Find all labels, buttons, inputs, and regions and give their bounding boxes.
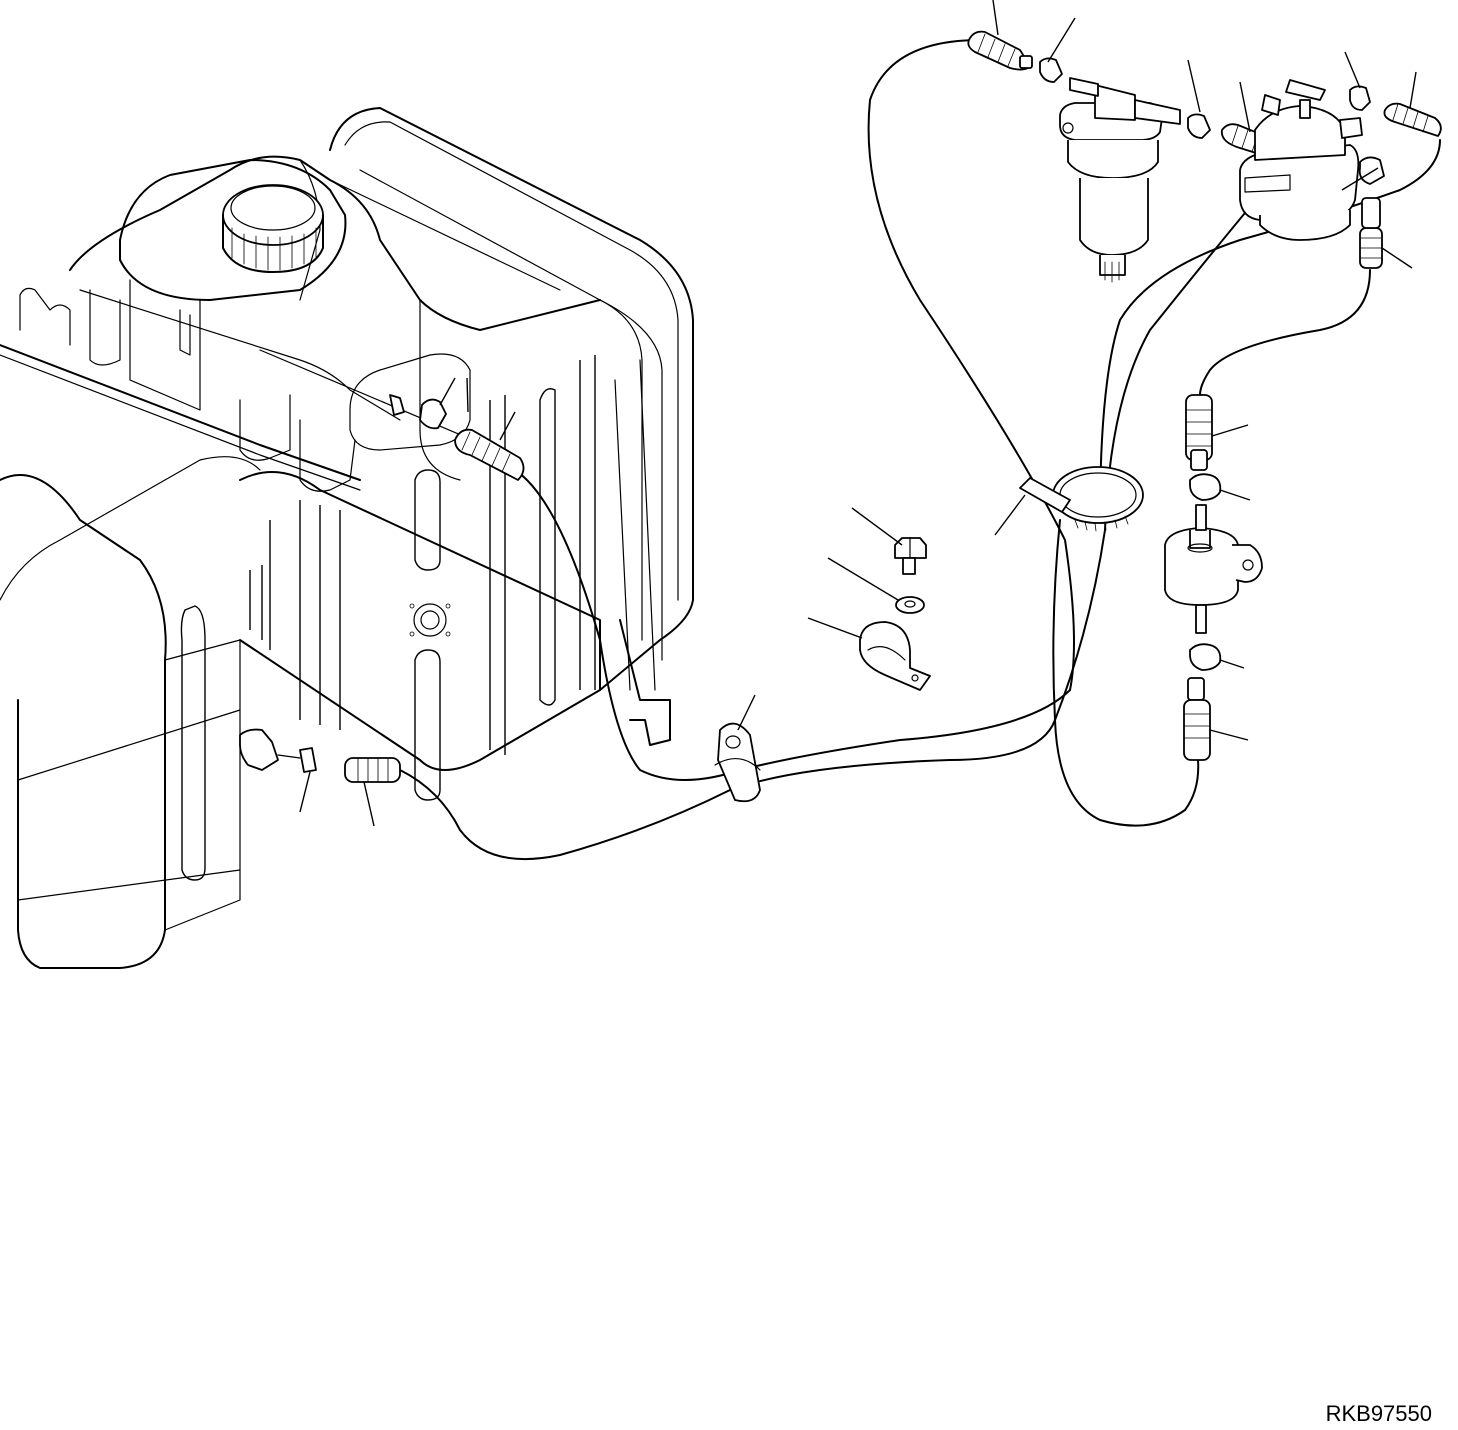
clamp-filter1-outlet [1187, 113, 1211, 139]
hose-sleeves [344, 30, 1442, 783]
sleeve-tank-bottom [344, 757, 401, 783]
elbow-fitting [239, 728, 279, 771]
fuel-filter-1 [1059, 77, 1181, 283]
callout-leaders [299, 0, 1417, 827]
fuel-hoses [399, 39, 1441, 861]
supply-hose [514, 39, 1075, 781]
fuel-tank [0, 107, 694, 969]
return-hose [399, 164, 1286, 861]
clamp-exploded [859, 621, 931, 691]
sleeve-tank-top [454, 428, 525, 481]
feed-hose [1099, 139, 1441, 521]
pre-filter [1164, 504, 1263, 634]
hose-clamps [239, 57, 1385, 803]
bolt [894, 537, 927, 575]
clamp-prefilter-top [1189, 473, 1222, 501]
sleeve-prefilter-top [1185, 394, 1213, 471]
clamp-filter1-inlet [1039, 57, 1063, 83]
tank-fitting [389, 394, 405, 416]
clamp-tank-bottom [299, 747, 317, 773]
clamp-prefilter-bottom [1189, 643, 1222, 671]
sleeve-filter2-outlet [1383, 102, 1442, 137]
sleeve-vertical-top [1359, 197, 1383, 269]
cushion-clamp-installed [714, 722, 761, 803]
washer [895, 596, 925, 614]
clamp-tank-top [419, 398, 447, 430]
sleeve-prefilter-bottom [1183, 677, 1211, 761]
drawing-code: RKB97550 [1326, 1401, 1432, 1426]
clamp-filter2-outlet [1349, 85, 1371, 111]
fuel-filter-2 [1239, 79, 1363, 241]
band-clamp [1019, 466, 1144, 532]
clamp-right-upper [1358, 156, 1385, 185]
sleeve-filter-inlet [967, 30, 1033, 71]
